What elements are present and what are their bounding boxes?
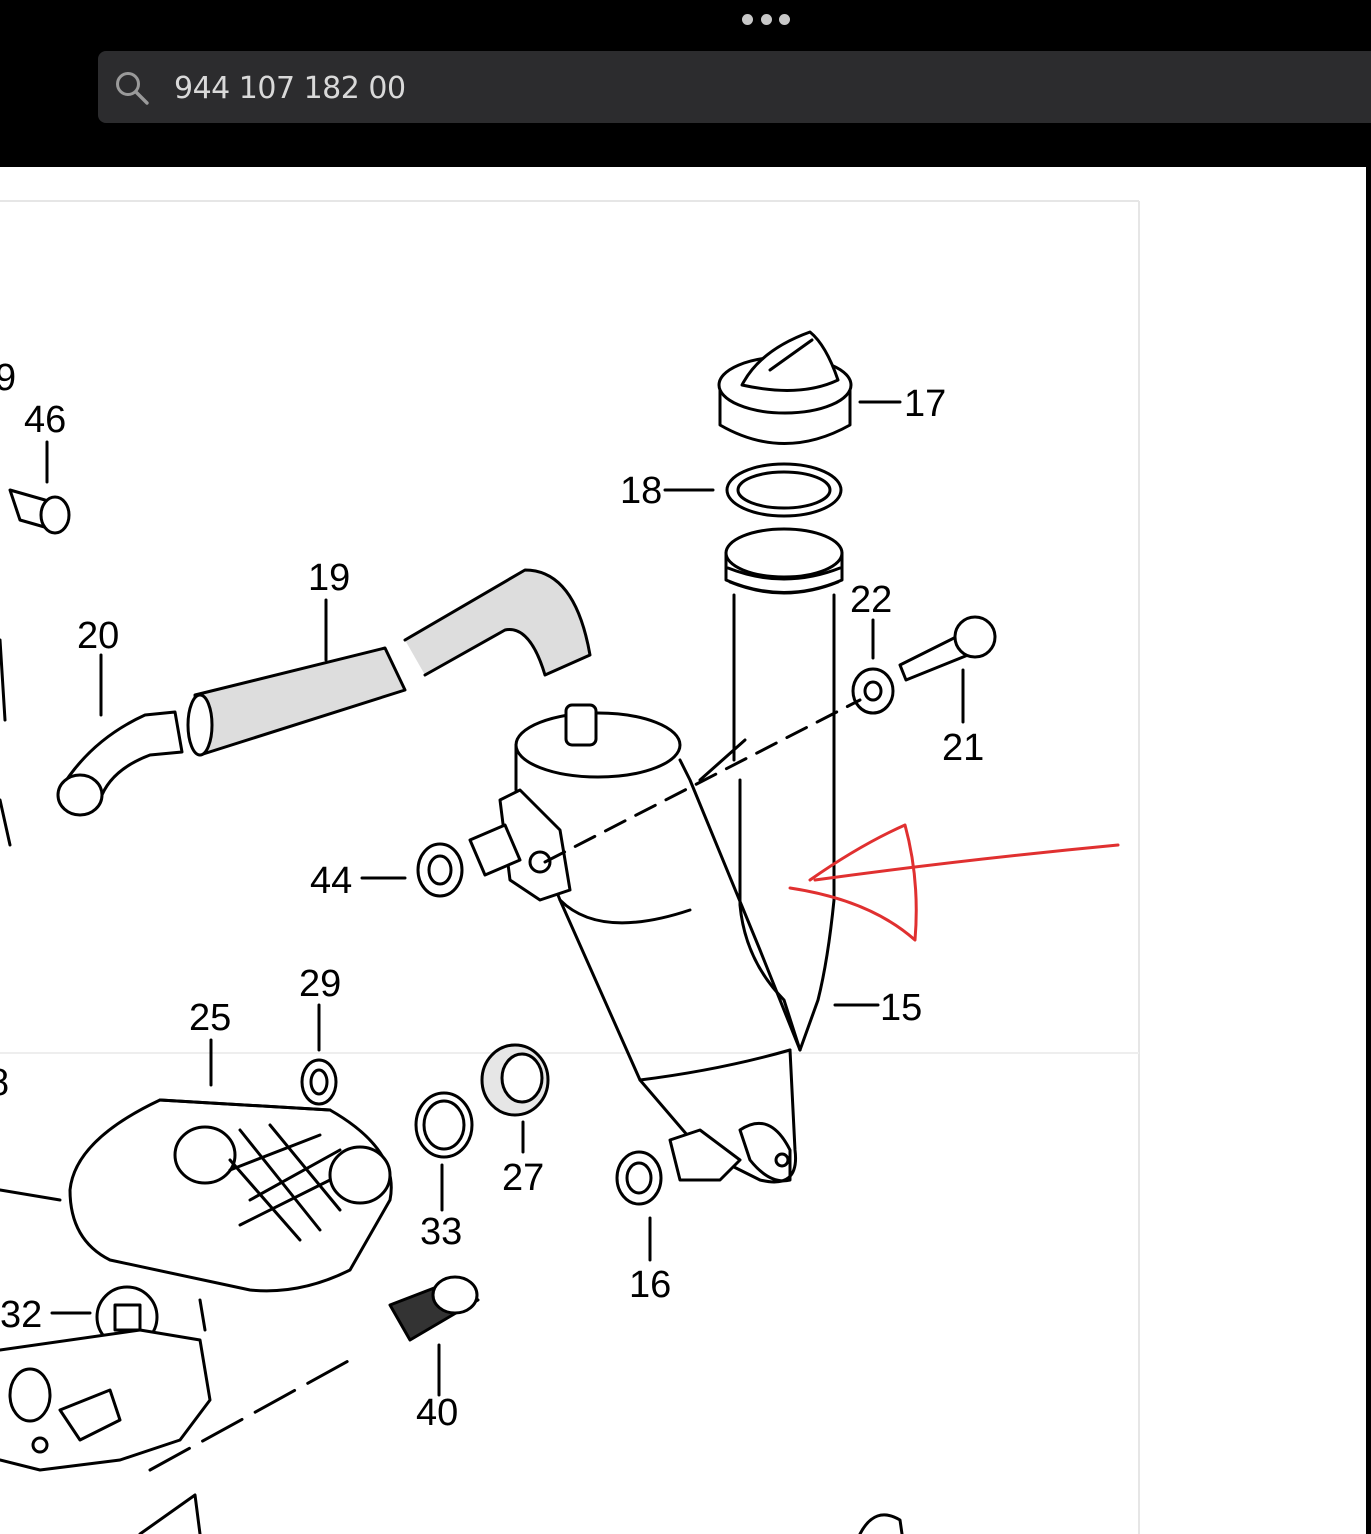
more-dots-icon[interactable] — [742, 12, 790, 26]
search-icon — [116, 72, 149, 105]
top-bar: 944 107 182 00 — [0, 0, 1371, 160]
annotation-arrow — [788, 823, 1120, 942]
callout-8: 8 — [0, 1062, 9, 1104]
callout-27: 27 — [502, 1157, 544, 1199]
callout-29: 29 — [299, 963, 341, 1005]
callout-25: 25 — [189, 997, 231, 1039]
parts-diagram: 9 46 17 18 19 20 22 21 44 29 25 15 8 27 … — [0, 200, 1140, 1534]
search-input[interactable]: 944 107 182 00 — [174, 71, 406, 106]
search-bar[interactable]: 944 107 182 00 — [98, 51, 1371, 123]
callout-33: 33 — [420, 1211, 462, 1253]
callout-46: 46 — [24, 399, 66, 441]
callout-16: 16 — [629, 1264, 671, 1306]
callout-18: 18 — [620, 470, 662, 512]
document-viewer: 9 46 17 18 19 20 22 21 44 29 25 15 8 27 … — [0, 158, 1371, 1534]
callout-20: 20 — [77, 615, 119, 657]
callout-22: 22 — [850, 579, 892, 621]
callout-19: 19 — [308, 557, 350, 599]
callout-15: 15 — [880, 987, 922, 1029]
callout-44: 44 — [310, 860, 352, 902]
callout-21: 21 — [942, 727, 984, 769]
callout-32: 32 — [0, 1294, 42, 1336]
callout-9: 9 — [0, 357, 16, 399]
callout-17: 17 — [904, 383, 946, 425]
callout-40: 40 — [416, 1392, 458, 1434]
